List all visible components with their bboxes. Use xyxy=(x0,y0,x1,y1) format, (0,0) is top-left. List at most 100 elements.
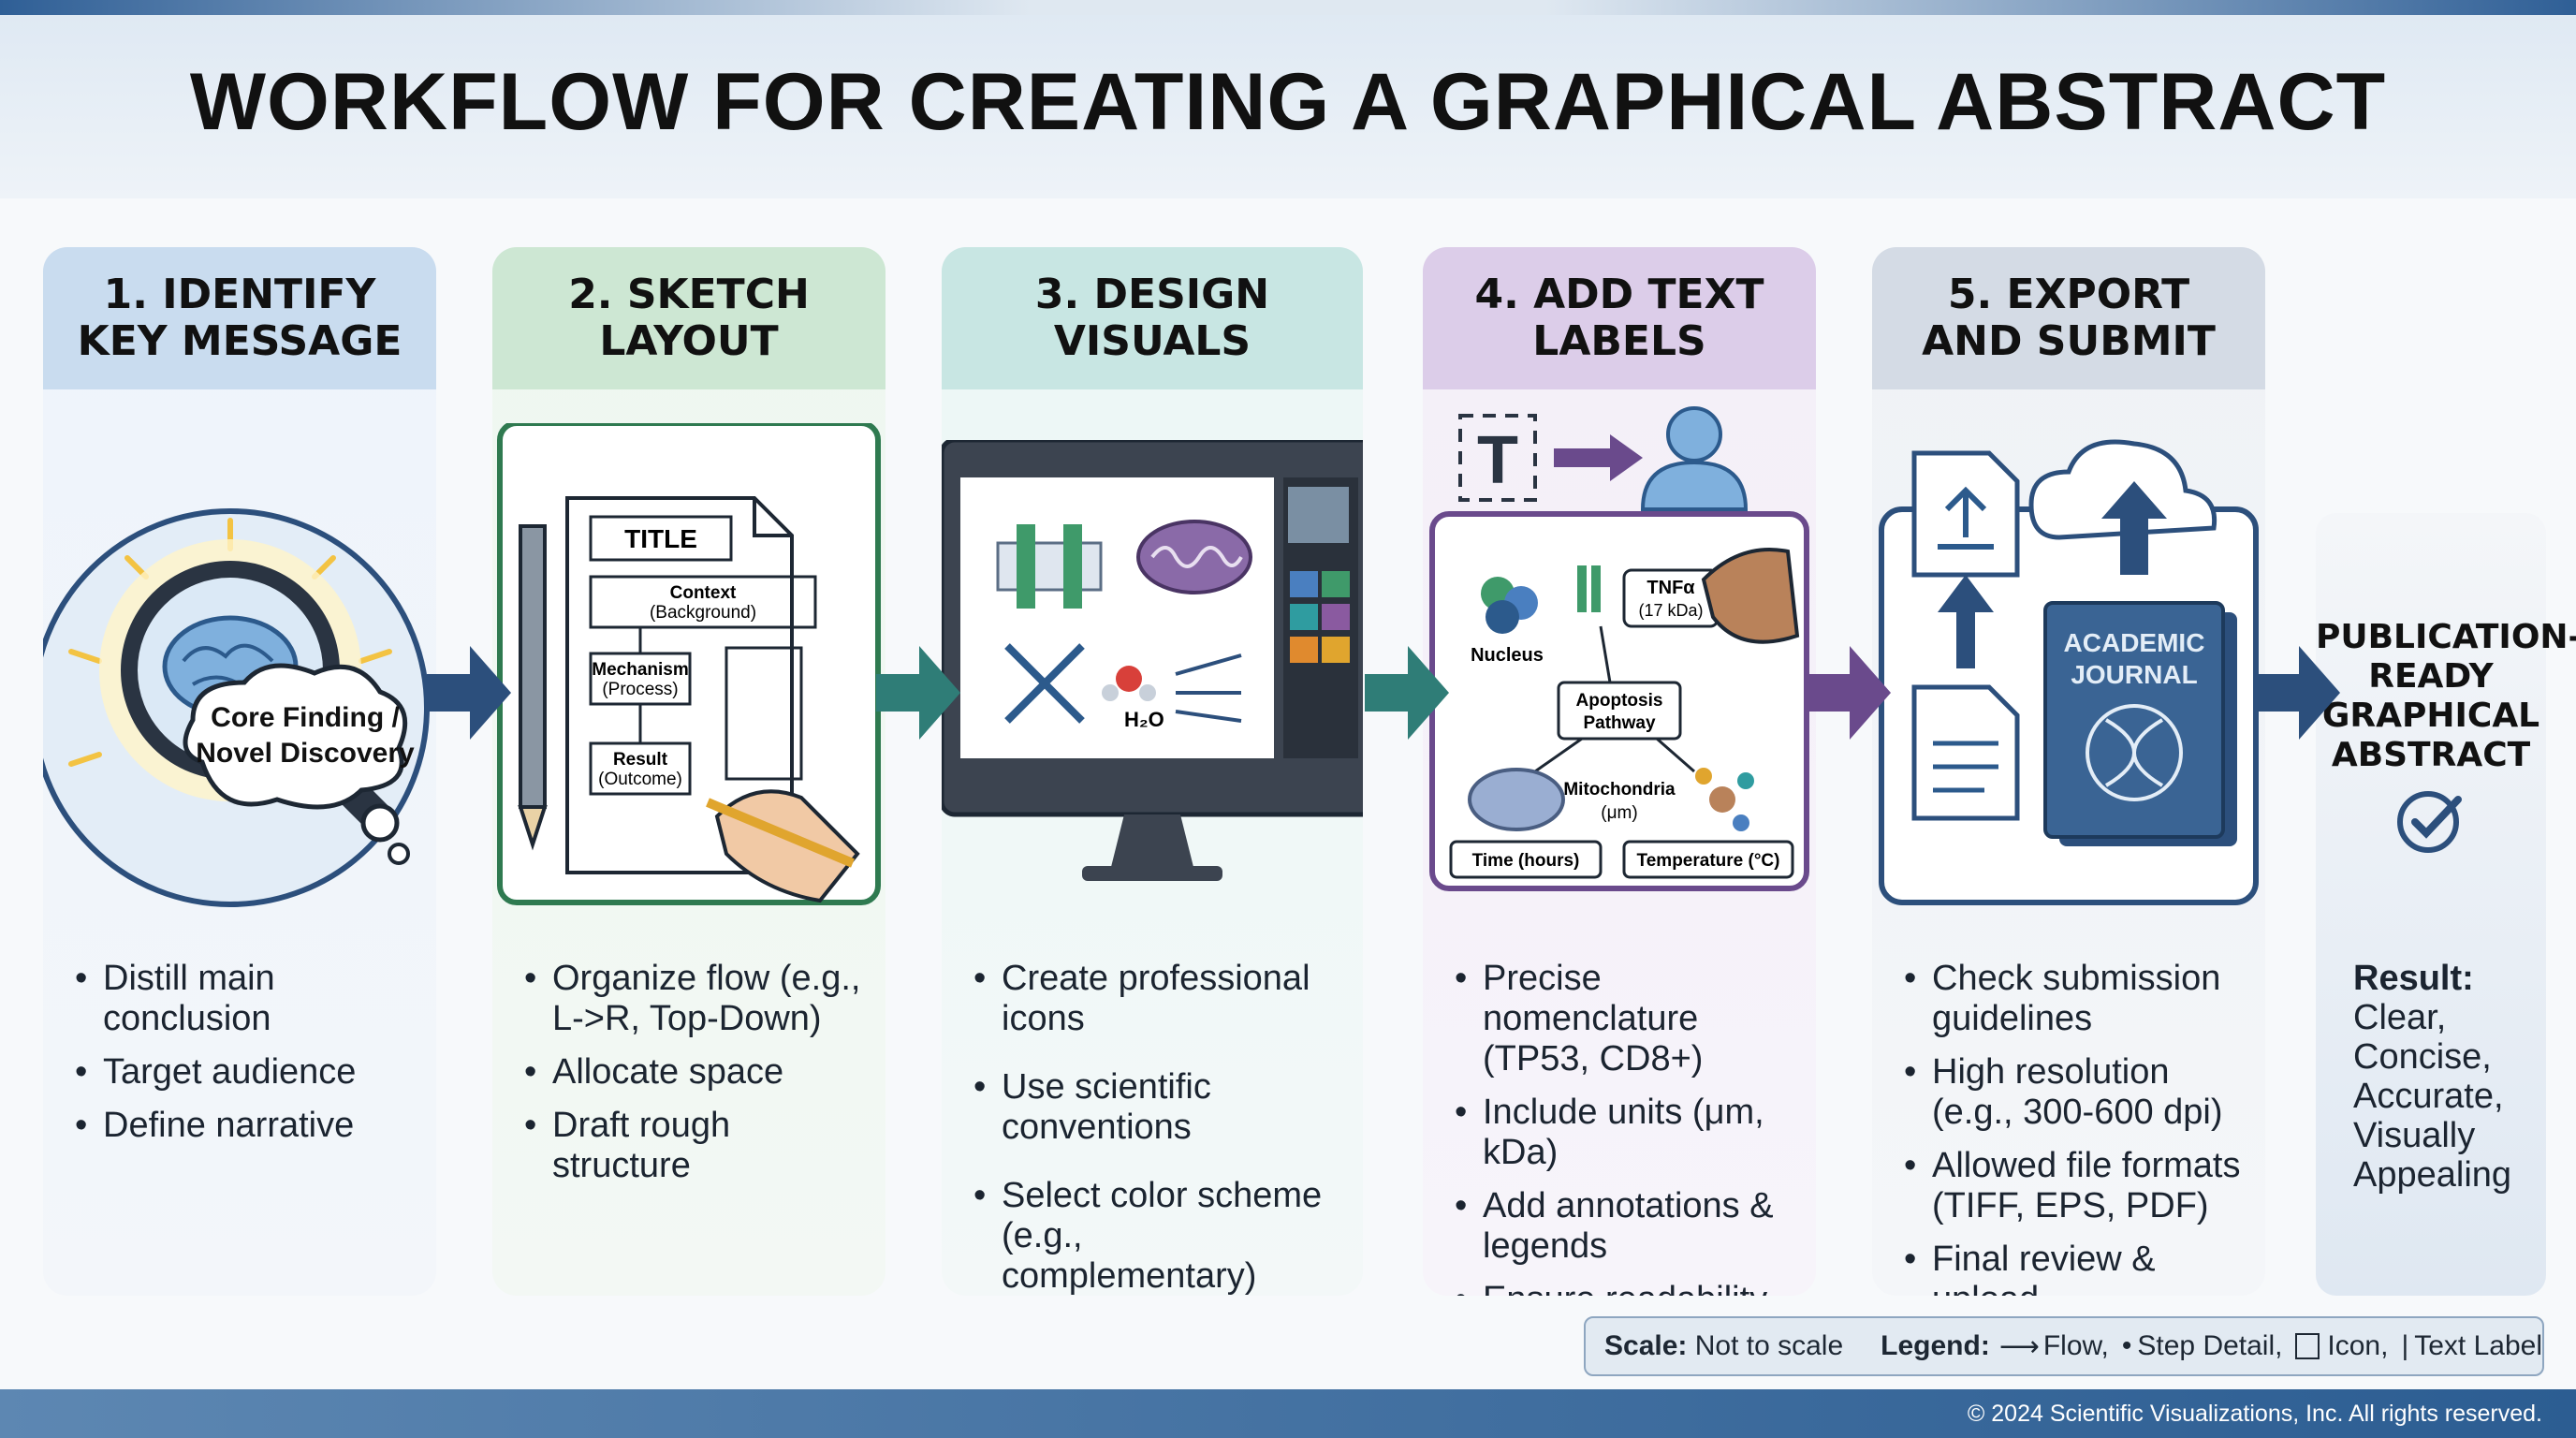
sketch-title: TITLE xyxy=(624,524,697,553)
bottom-bar xyxy=(0,1389,2576,1438)
legend-scale-value: Not to scale xyxy=(1694,1330,1844,1361)
label-apoptosis: Apoptosis xyxy=(1576,691,1663,711)
step-1-bullets: Distill main conclusion Target audience … xyxy=(71,959,427,1159)
checkmark-icon xyxy=(2397,791,2462,853)
callout-line-1: Core Finding / xyxy=(211,702,400,733)
svg-text:T: T xyxy=(1477,423,1518,498)
list-item: Select color scheme (e.g., complementary… xyxy=(970,1176,1325,1296)
list-item: Allocate space xyxy=(520,1052,876,1093)
list-item: Create professional icons xyxy=(970,959,1325,1039)
reaction-arrows-icon xyxy=(1175,653,1242,723)
page-title: WORKFLOW FOR CREATING A GRAPHICAL ABSTRA… xyxy=(189,57,2387,147)
legend-box: Scale: Not to scale Legend: ⟶ Flow, • St… xyxy=(1584,1316,2544,1376)
callout-line-2: Novel Discovery xyxy=(196,738,415,769)
list-item: Organize flow (e.g., L->R, Top-Down) xyxy=(520,959,876,1039)
list-item: Add annotations & legends xyxy=(1451,1186,1807,1267)
list-item: Ensure readability xyxy=(1451,1280,1807,1296)
list-item: Final review & upload xyxy=(1900,1240,2256,1296)
nucleus-icon xyxy=(1481,577,1538,634)
label-mitochondria: Mitochondria xyxy=(1563,780,1676,800)
sketch-layout-illustration: TITLE Context (Background) Mechanism (Pr… xyxy=(497,423,881,905)
step-2-bullets: Organize flow (e.g., L->R, Top-Down) All… xyxy=(520,959,876,1199)
export-illustration: ACADEMIC JOURNAL xyxy=(1879,439,2259,905)
dna-icon xyxy=(1004,643,1085,724)
list-item: Include units (μm, kDa) xyxy=(1451,1093,1807,1173)
receptor-icon xyxy=(1577,565,1601,612)
final-output-title: PUBLICATION- READY GRAPHICAL ABSTRACT xyxy=(2316,618,2576,774)
legend-text-label: Text Label xyxy=(2414,1330,2542,1361)
copyright-notice: © 2024 Scientific Visualizations, Inc. A… xyxy=(1967,1401,2542,1427)
svg-text:(Process): (Process) xyxy=(602,680,678,699)
step-3-bullets: Create professional icons Use scientific… xyxy=(970,959,1325,1296)
journal-icon: ACADEMIC JOURNAL xyxy=(2043,601,2237,846)
flow-arrow-5 xyxy=(2256,646,2340,740)
list-item: Check submission guidelines xyxy=(1900,959,2256,1039)
document-icon xyxy=(1911,684,2020,821)
legend-scale-label: Scale: xyxy=(1604,1330,1688,1361)
journal-title-2: JOURNAL xyxy=(2071,660,2197,689)
svg-text:(Background): (Background) xyxy=(650,603,756,623)
list-item: Allowed file formats (TIFF, EPS, PDF) xyxy=(1900,1146,2256,1226)
sketch-result: Result xyxy=(613,750,668,770)
mitochondria-icon xyxy=(1136,520,1252,594)
list-item: Target audience xyxy=(71,1052,427,1093)
text-labels-illustration: T Nucleus TNFα (17 kDa) Apoptosis Pathwa… xyxy=(1429,406,1809,891)
upload-file-icon xyxy=(1911,450,2020,578)
label-nucleus: Nucleus xyxy=(1471,645,1544,666)
result-summary: Result: Clear, Concise, Accurate, Visual… xyxy=(2353,959,2512,1195)
thought-bubble: Core Finding / Novel Discovery xyxy=(183,663,415,865)
step-5-bullets: Check submission guidelines High resolut… xyxy=(1900,959,2256,1296)
svg-text:Pathway: Pathway xyxy=(1583,713,1656,733)
title-band xyxy=(0,15,2576,198)
pencil-icon xyxy=(518,524,548,851)
text-tool-icon: T xyxy=(1458,414,1537,502)
design-visuals-illustration: H₂O xyxy=(942,440,1363,881)
molecule-cluster-icon xyxy=(1695,768,1754,831)
label-time: Time (hours) xyxy=(1472,851,1580,871)
sketch-mechanism: Mechanism xyxy=(592,660,688,680)
person-icon xyxy=(1640,406,1749,511)
step-4-bullets: Precise nomenclature (TP53, CD8+) Includ… xyxy=(1451,959,1807,1296)
legend-bullet-icon: • xyxy=(2121,1330,2132,1361)
legend-icon: Icon, xyxy=(2327,1330,2389,1361)
result-column xyxy=(2316,513,2546,1296)
cloud-upload-icon xyxy=(2028,439,2217,575)
molecule-label: H₂O xyxy=(1124,708,1164,731)
svg-text:(μm): (μm) xyxy=(1601,803,1637,823)
list-item: Define narrative xyxy=(71,1106,427,1146)
idea-glow-rays xyxy=(68,518,392,767)
journal-title-1: ACADEMIC xyxy=(2064,628,2205,657)
list-item: High resolution (e.g., 300-600 dpi) xyxy=(1900,1052,2256,1133)
svg-text:(Outcome): (Outcome) xyxy=(598,770,682,789)
flow-arrow-4 xyxy=(1807,646,1891,740)
legend-flow: Flow, xyxy=(2042,1330,2109,1361)
list-item: Draft rough structure xyxy=(520,1106,876,1186)
flow-arrow-2 xyxy=(876,646,960,740)
sketch-paper: TITLE Context (Background) Mechanism (Pr… xyxy=(565,496,817,874)
flow-arrow-1 xyxy=(427,646,511,740)
arrow-icon xyxy=(1554,434,1643,481)
list-item: Distill main conclusion xyxy=(71,959,427,1039)
water-molecule-icon xyxy=(1102,666,1156,701)
top-accent-bar xyxy=(0,0,2576,15)
list-item: Precise nomenclature (TP53, CD8+) xyxy=(1451,959,1807,1079)
up-arrow-icon xyxy=(1938,575,1994,668)
label-temperature: Temperature (°C) xyxy=(1637,851,1780,871)
legend-bar-icon: | xyxy=(2401,1330,2409,1361)
flow-arrow-3 xyxy=(1365,646,1449,740)
list-item: Use scientific conventions xyxy=(970,1067,1325,1148)
legend-arrow-icon: ⟶ xyxy=(1998,1330,2040,1362)
legend-icon-square-icon xyxy=(2295,1333,2320,1359)
svg-text:(17 kDa): (17 kDa) xyxy=(1638,601,1703,620)
label-tnf: TNFα xyxy=(1647,578,1695,598)
pointing-hand-icon xyxy=(1701,548,1800,644)
